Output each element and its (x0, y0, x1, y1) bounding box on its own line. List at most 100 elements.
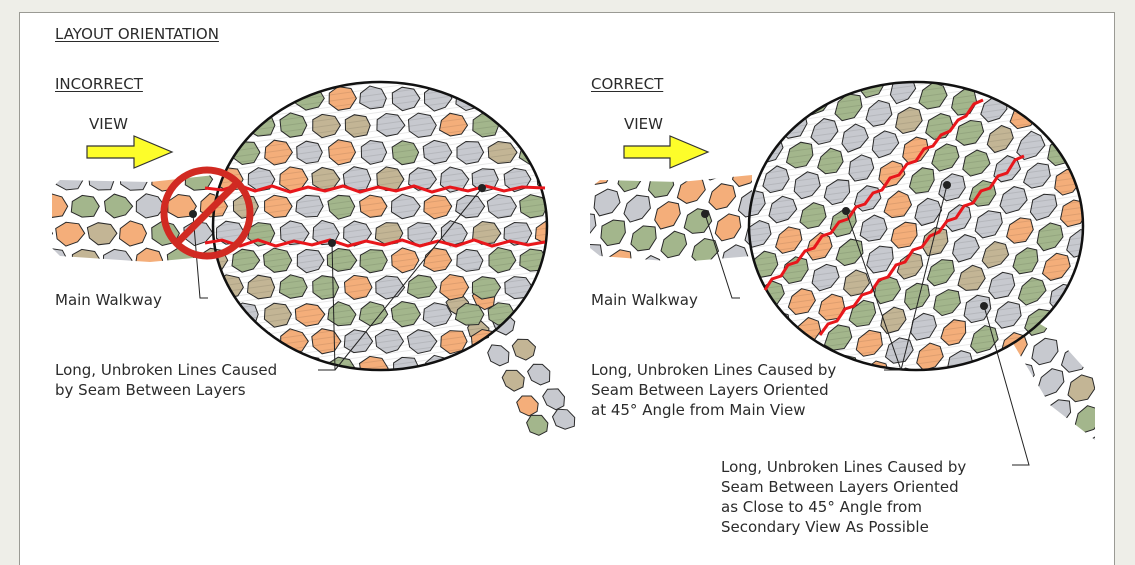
paver-stone (698, 268, 724, 296)
paver-stone (488, 345, 509, 366)
paver-stone (1116, 327, 1135, 354)
paver-stone (1104, 413, 1131, 439)
paver-stone (1067, 84, 1093, 110)
paver-stone (839, 386, 866, 412)
paver-stone (1085, 176, 1111, 202)
paver-stone (1099, 382, 1125, 408)
paver-stone (702, 154, 729, 180)
seam-label: Long, Unbroken Lines Caused by Seam Betw… (55, 360, 277, 400)
paver-stone (72, 249, 100, 273)
paver-stone (568, 328, 596, 352)
paver-stone (1060, 54, 1087, 81)
paver-stone (1035, 78, 1063, 104)
paver-stone (677, 178, 705, 203)
paver-stone (622, 50, 648, 76)
paver-stone (1116, 182, 1135, 209)
paver-stone (313, 384, 340, 406)
paver-stone (512, 339, 535, 360)
paver-stone (1091, 60, 1117, 87)
paver-stone (959, 411, 985, 438)
paver-stone (23, 113, 52, 137)
paver-stone (666, 263, 694, 288)
paver-stone (521, 32, 549, 56)
paver-stone (120, 221, 147, 246)
paver-stone (517, 396, 539, 416)
paver-stone (41, 141, 68, 165)
paver-stone (567, 113, 594, 138)
paver-stone (565, 329, 591, 355)
paver-stone (409, 385, 437, 407)
seam-main-label: Long, Unbroken Lines Caused by Seam Betw… (591, 360, 836, 420)
paver-stone (56, 330, 85, 354)
paver-stone (24, 275, 53, 298)
paver-stone (575, 244, 602, 269)
paver-stone (232, 86, 259, 111)
paver-stone (8, 32, 36, 55)
paver-stone (615, 427, 641, 452)
view-arrow-icon (624, 136, 708, 168)
paver-stone (280, 59, 309, 84)
paver-stone (562, 182, 589, 208)
view-arrow-icon (87, 136, 172, 168)
paver-stone (536, 330, 564, 353)
paver-stone (217, 61, 243, 83)
paver-stone (457, 357, 483, 381)
paver-stone (922, 375, 948, 402)
paver-stone (105, 194, 133, 218)
paver-stone (89, 168, 115, 190)
paver-stone (649, 171, 674, 197)
paver-stone (40, 193, 68, 217)
paver-stone (590, 450, 617, 476)
paver-stone (594, 189, 620, 216)
paver-stone (1071, 115, 1099, 141)
paver-stone (8, 86, 34, 109)
paver-stone (41, 248, 68, 272)
paver-stone (601, 220, 626, 246)
paver-stone (56, 113, 85, 137)
paver-stone (151, 59, 179, 82)
paver-stone (1113, 36, 1135, 61)
paver-stone (996, 449, 1023, 475)
paver-stone (968, 35, 995, 62)
incorrect-title: INCORRECT (55, 74, 143, 94)
paver-stone (169, 304, 194, 327)
paver-stone (1110, 297, 1135, 324)
paver-stone (591, 43, 618, 70)
paver-stone (561, 37, 587, 63)
paver-stone (730, 422, 756, 448)
paver-stone (520, 86, 549, 109)
paver-stone (56, 169, 84, 190)
paver-stone (527, 415, 548, 435)
paver-stone (1056, 314, 1082, 341)
paver-stone (546, 237, 572, 264)
paver-stone (1075, 406, 1101, 434)
paver-stone (790, 433, 818, 460)
paver-stone (711, 330, 736, 356)
paver-stone (537, 115, 565, 138)
paver-stone (9, 356, 36, 379)
paver-stone (1103, 267, 1130, 294)
paver-stone (1112, 442, 1135, 469)
paver-stone (552, 303, 581, 326)
correct-plaza-hatch (749, 82, 1083, 370)
paver-stone (200, 141, 227, 164)
paver-stone (1082, 437, 1107, 464)
paver-stone (249, 60, 276, 83)
paver-stone (651, 463, 677, 490)
paver-stone (983, 388, 1009, 413)
view-label: VIEW (89, 114, 128, 134)
main-walkway-label: Main Walkway (591, 290, 698, 310)
paver-stone (740, 336, 767, 361)
paver-stone (661, 231, 687, 258)
paver-stone (24, 60, 52, 84)
paver-stone (580, 129, 607, 154)
paver-stone (184, 60, 212, 84)
paver-stone (823, 34, 850, 61)
paver-stone (588, 157, 613, 184)
page-heading: LAYOUT ORIENTATION (55, 24, 219, 44)
paver-stone (567, 167, 595, 191)
paver-stone (528, 364, 550, 385)
paver-stone (624, 195, 650, 222)
paver-stone (7, 302, 35, 325)
seam-secondary-label: Long, Unbroken Lines Caused by Seam Betw… (721, 457, 966, 537)
